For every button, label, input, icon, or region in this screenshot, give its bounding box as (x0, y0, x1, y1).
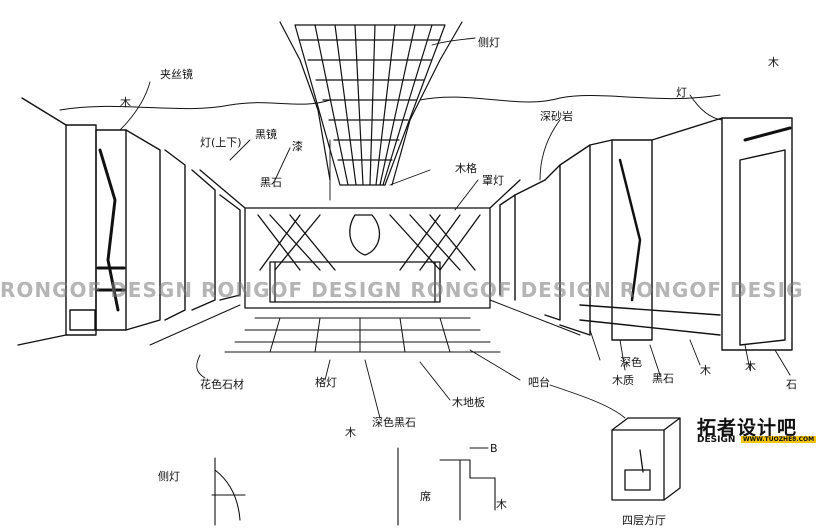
label-black-mirror: 黑镜 (255, 127, 277, 141)
leader-lines (119, 37, 791, 419)
label-light-updown: 灯(上下) (200, 136, 242, 149)
label-painted: 漆 (292, 140, 303, 153)
label-r-wood2: 木质 (612, 374, 634, 387)
watermark-text: RONGOF DESGN RONGOF DESIGN RONGOF DESIGN… (0, 278, 804, 302)
label-detail-left: 侧灯 (158, 470, 180, 483)
logo-title: 拓者设计吧 (697, 417, 798, 439)
label-detail-mid: 席 (420, 489, 431, 503)
label-counter: 吧台 (528, 375, 550, 389)
label-r-wood3: 木 (700, 364, 711, 377)
label-detail-wood: 木 (496, 498, 507, 511)
left-wall (17, 97, 241, 346)
ceiling-wave (59, 94, 721, 111)
label-floor-left: 花色石材 (200, 377, 244, 391)
logo-design-word: DESIGN (697, 435, 736, 445)
label-left-wood: 木 (120, 96, 131, 109)
floor (149, 299, 581, 353)
annotation-labels: 侧灯 夹丝镜 木 灯(上下) 黑镜 漆 黑石 木格 罩灯 深砂岩 木 灯 花色石… (120, 36, 797, 527)
label-ceiling-detail: 灯 (676, 86, 687, 99)
label-wood-floor: 木地板 (452, 395, 485, 409)
label-perspective-note: 四层方厅 (622, 513, 666, 527)
label-black-stone: 黑石 (260, 176, 282, 189)
label-right-stone: 深砂岩 (540, 109, 573, 123)
right-wall (499, 117, 793, 351)
brand-logo: 拓者设计吧 DESIGN WWW.TUOZHE8.COM (697, 413, 817, 447)
label-detail-b: B (490, 442, 498, 455)
label-floor-grid: 格灯 (315, 375, 337, 389)
label-floor-mirror: 深色黑石 (372, 415, 416, 429)
label-r-wood-marble: 深色 (620, 355, 642, 369)
back-wall (199, 169, 521, 309)
label-r-black: 黑石 (652, 372, 674, 385)
section-details (211, 447, 496, 526)
label-left-glass: 夹丝镜 (160, 67, 193, 81)
ceiling-grid (279, 21, 463, 186)
label-lamp: 罩灯 (482, 174, 504, 187)
label-r-wood4: 木 (745, 360, 756, 373)
label-r-wood5: 石 (786, 378, 797, 391)
label-ceiling-light: 侧灯 (478, 36, 500, 49)
label-wood-grille: 木格 (455, 161, 477, 175)
label-wood-bottom: 木 (345, 426, 356, 439)
logo-url: WWW.TUOZHE8.COM (741, 436, 817, 443)
pedestal-detail (611, 417, 681, 501)
label-right-wood-top: 木 (768, 56, 779, 69)
